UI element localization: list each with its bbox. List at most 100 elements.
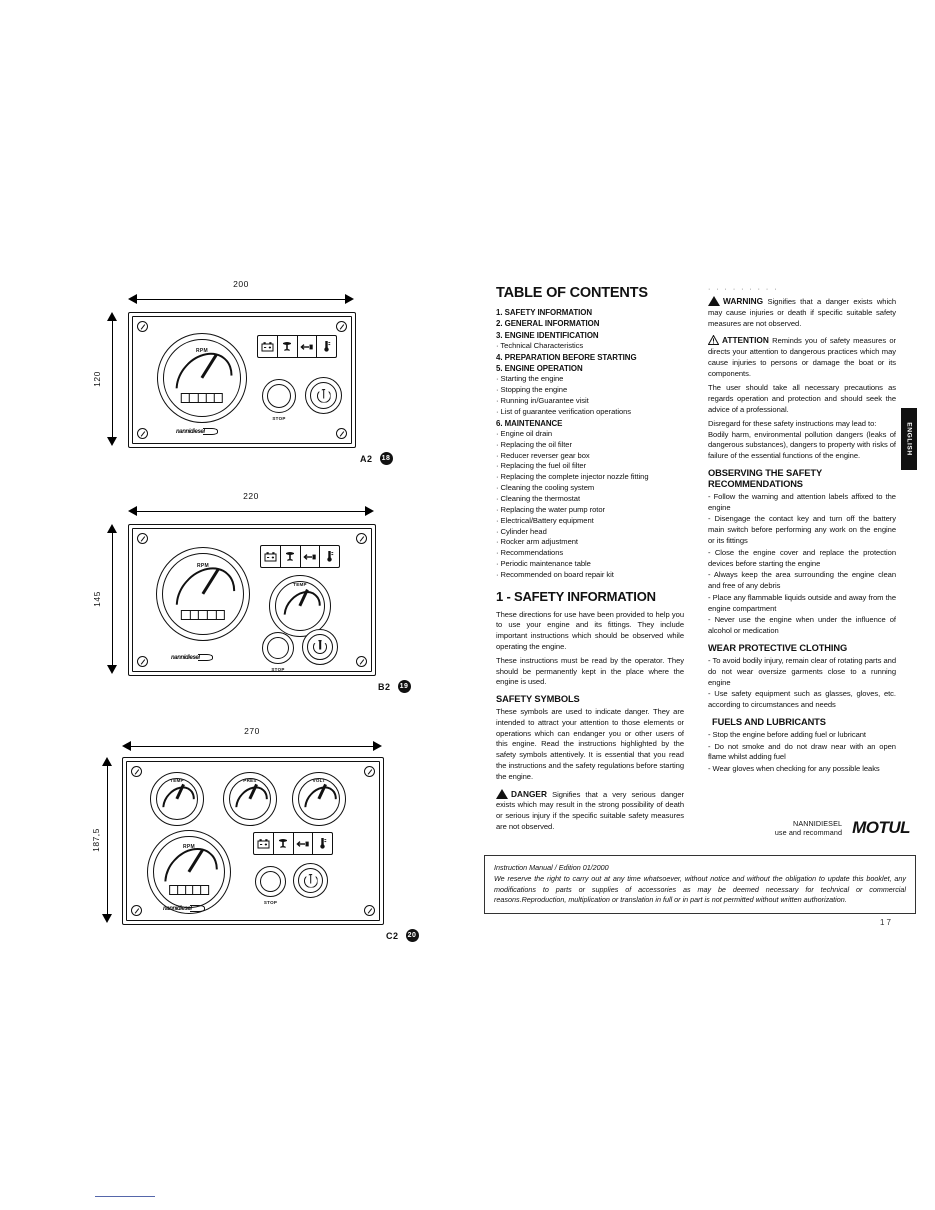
dimension-height-b2-value: 145	[91, 591, 102, 607]
dimension-width-b2-value: 220	[243, 491, 259, 501]
column-top-artifact: · · · · · · · · ·	[708, 286, 779, 293]
dimension-height-b2: 145	[92, 524, 119, 674]
brand-wordmark: nannidiesel	[176, 428, 205, 435]
brand-logo: nannidiesel	[171, 654, 213, 661]
alternator-icon	[301, 546, 321, 567]
toc-item[interactable]: Recommended on board repair kit	[496, 570, 684, 581]
toc-item[interactable]: Cleaning the thermostat	[496, 494, 684, 505]
panel-diagrams: 200 120 RPM	[60, 279, 460, 981]
battery-icon	[254, 833, 274, 854]
safety-intro-p2: These instructions must be read by the o…	[496, 655, 684, 687]
toc-item[interactable]: 5. ENGINE OPERATION	[496, 363, 583, 373]
toc-item[interactable]: Replacing the complete injector nozzle f…	[496, 472, 684, 483]
power-button[interactable]	[305, 377, 342, 414]
section-heading-fuels: FUELS AND LUBRICANTS	[712, 716, 826, 727]
panel-tag-c2-code: C2	[386, 930, 399, 941]
fuels-item: - Stop the engine before adding fuel or …	[708, 729, 866, 739]
stop-button[interactable]: STOP	[262, 379, 296, 421]
observing-item: - Place any flammable liquids outside an…	[708, 592, 896, 613]
toc-item[interactable]: Stopping the engine	[496, 385, 684, 396]
alternator-icon	[298, 336, 318, 357]
gauge-rpm-label: RPM	[196, 562, 209, 569]
observing-item: - Close the engine cover and replace the…	[708, 547, 896, 568]
dimension-height-a2: 120	[92, 312, 119, 446]
toc-item[interactable]: 1. SAFETY INFORMATION	[496, 307, 592, 317]
gauge-temp: TEMP	[150, 772, 204, 826]
toc-item[interactable]: List of guarantee verification operation…	[496, 407, 684, 418]
toc-item[interactable]: Starting the engine	[496, 374, 684, 385]
legal-edition-line: Instruction Manual / Edition 01/2000	[494, 863, 609, 872]
toc-item[interactable]: 4. PREPARATION BEFORE STARTING	[496, 352, 637, 362]
toc-item[interactable]: 3. ENGINE IDENTIFICATION	[496, 330, 599, 340]
toc-item[interactable]: Replacing the water pump rotor	[496, 505, 684, 516]
toc-item[interactable]: Cylinder head	[496, 527, 684, 538]
gauge-temp-label: TEMP	[170, 778, 184, 784]
observing-item: - Disengage the contact key and turn off…	[708, 514, 896, 545]
motul-endorsement: NANNIDIESEL use and recommand MOTUL	[700, 818, 911, 838]
gauge-rpm: RPM	[157, 333, 247, 423]
brand-logo: nannidiesel	[163, 905, 205, 912]
scan-artifact-line	[95, 1196, 155, 1197]
clothing-item: - To avoid bodily injury, remain clear o…	[708, 656, 896, 687]
screw-icon	[137, 656, 148, 667]
stop-button[interactable]: STOP	[262, 632, 294, 672]
toc-item[interactable]: Electrical/Battery equipment	[496, 516, 684, 527]
warning-text: Signifies that a danger exists which may…	[708, 297, 897, 328]
oil-pressure-icon	[281, 546, 301, 567]
toc-item[interactable]: Reducer reverser gear box	[496, 451, 684, 462]
screw-icon	[137, 533, 148, 544]
attention-callout: ATTENTION Reminds you of safety measures…	[708, 335, 896, 379]
toc-item[interactable]: Rocker arm adjustment	[496, 537, 684, 548]
stop-button-label: STOP	[263, 900, 278, 905]
power-button[interactable]	[302, 629, 338, 665]
warning-keyword: WARNING	[723, 296, 764, 306]
toc-item[interactable]: 6. MAINTENANCE	[496, 418, 563, 428]
toc-item[interactable]: Technical Characteristics	[496, 341, 684, 352]
toc-item[interactable]: Cleaning the cooling system	[496, 483, 684, 494]
dimension-height-a2-value: 120	[91, 371, 102, 387]
screw-icon	[364, 766, 375, 777]
stop-button[interactable]: STOP	[255, 866, 286, 905]
toc-item[interactable]: Running in/Guarantee visit	[496, 396, 684, 407]
user-precautions-p1: The user should take all necessary preca…	[708, 383, 896, 415]
panel-tag-b2-code: B2	[378, 681, 391, 692]
warning-callout: WARNING Signifies that a danger exists w…	[708, 296, 896, 329]
panel-tag-a2: A2 18	[360, 452, 393, 465]
panel-tag-b2-number: 19	[397, 680, 411, 693]
hour-counter	[169, 884, 209, 895]
power-button[interactable]	[293, 863, 328, 898]
toc-item[interactable]: Engine oil drain	[496, 429, 684, 440]
motul-endorsement-text: NANNIDIESEL use and recommand	[775, 819, 842, 838]
screw-icon	[336, 321, 347, 332]
control-panel-a2: RPM	[128, 312, 356, 448]
toc-item[interactable]: Replacing the oil filter	[496, 440, 684, 451]
oil-pressure-icon	[274, 833, 294, 854]
attention-triangle-icon	[708, 335, 719, 346]
user-precautions-p3: Bodily harm, environmental pollution dan…	[708, 429, 896, 461]
observing-item: - Always keep the area surrounding the e…	[708, 570, 896, 591]
oil-pressure-icon	[278, 336, 298, 357]
brand-logo: nannidiesel	[176, 428, 218, 435]
screw-icon	[336, 428, 347, 439]
toc-item[interactable]: Replacing the fuel oil filter	[496, 461, 684, 472]
dimension-width-c2-value: 270	[244, 726, 260, 736]
section-heading-observing: OBSERVING THE SAFETY RECOMMENDATIONS	[708, 467, 822, 489]
toc-item[interactable]: Recommendations	[496, 548, 684, 559]
attention-text: Reminds you of safety measures or direct…	[708, 336, 897, 378]
gauge-pres: PRES	[223, 772, 277, 826]
panel-diagram-a2: 200 120 RPM	[60, 279, 460, 470]
page-title: TABLE OF CONTENTS	[496, 285, 648, 301]
clothing-list: - To avoid bodily injury, remain clear o…	[708, 656, 896, 711]
warning-light-cluster-a2	[257, 335, 337, 358]
panel-tag-b2: B2 19	[378, 680, 411, 693]
fuels-item: - Wear gloves when checking for any poss…	[708, 764, 880, 774]
warning-light-cluster-c2	[253, 832, 333, 855]
legal-body-text: We reserve the right to carry out at any…	[494, 874, 906, 905]
screw-icon	[364, 905, 375, 916]
toc-item[interactable]: 2. GENERAL INFORMATION	[496, 319, 600, 329]
toc-item[interactable]: Periodic maintenance table	[496, 559, 684, 570]
danger-triangle-icon	[496, 788, 508, 799]
warning-triangle-icon	[708, 296, 720, 306]
screw-icon	[131, 905, 142, 916]
fuels-list: - Stop the engine before adding fuel or …	[708, 730, 896, 775]
